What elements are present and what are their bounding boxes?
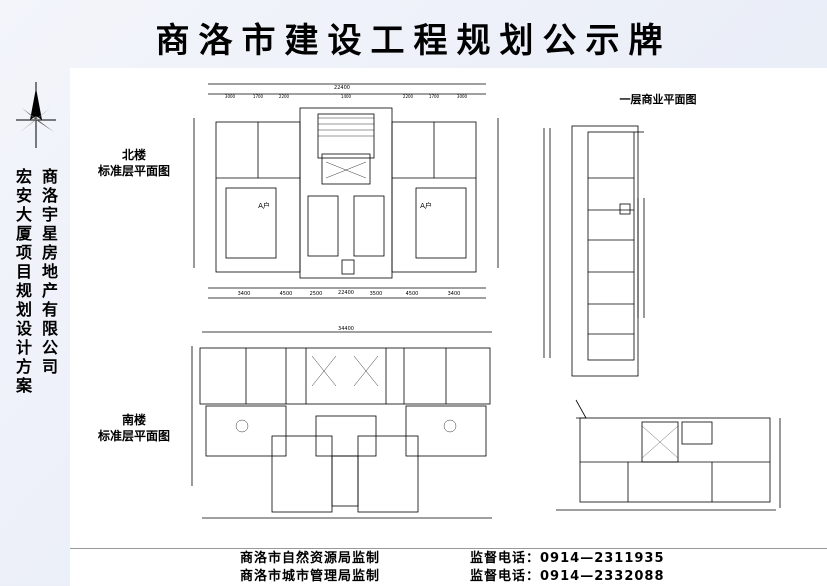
footer-agency-2: 商洛市城市管理局监制 (240, 569, 381, 584)
project-name: 宏安大厦项目规划设计方案 (13, 168, 32, 396)
footer-line-2: 商洛市城市管理局监制 监督电话：0914—2332088 (240, 568, 665, 586)
footer-phone-1: 0914—2311935 (540, 551, 665, 566)
south-dim-total: 34400 (338, 326, 354, 332)
north-dim-top-3: 2200 (279, 94, 290, 99)
north-label-line1: 北楼 (121, 148, 146, 162)
north-dim-bottom-2: 4500 (280, 291, 293, 297)
page-title: 商洛市建设工程规划公示牌 (155, 21, 672, 61)
footer: 商洛市自然资源局监制监督电话：0914—2311935 商洛市城市管理局监制监督… (70, 548, 827, 586)
south-building-label: 南楼 标准层平面图 (86, 412, 182, 444)
footer-line-1: 商洛市自然资源局监制 监督电话：0914—2311935 (240, 550, 665, 568)
south-building-plan: 34400 (191, 326, 492, 519)
drawing-panel (70, 68, 827, 548)
footer-phone-2: 0914—2332088 (540, 569, 665, 584)
north-dim-total: 22400 (334, 85, 350, 91)
north-dim-bottom-total: 22400 (338, 290, 354, 296)
south-label-line2: 标准层平面图 (97, 429, 170, 443)
north-dim-top-6: 1400 (341, 94, 352, 99)
south-label-line1: 南楼 (121, 413, 146, 427)
north-dim-top-11: 3000 (457, 94, 468, 99)
unit-a-left: A户 (258, 201, 270, 210)
north-dim-top-9: 2200 (403, 94, 414, 99)
north-dim-top-10: 1700 (429, 94, 440, 99)
ground-floor-label: 一层商业平面图 (619, 93, 697, 106)
north-dim-top-1: 3000 (225, 94, 236, 99)
north-dim-bottom-3: 2500 (310, 291, 323, 297)
north-dim-bottom-7: 3400 (448, 291, 461, 297)
footer-phone-label-2: 监督电话： (470, 569, 541, 584)
ground-floor-plan (543, 125, 781, 511)
north-dim-bottom-1: 3400 (238, 291, 251, 297)
unit-a-right: A户 (420, 201, 432, 210)
footer-phone-label-1: 监督电话： (470, 551, 541, 566)
developer-name: 商洛宇星房地产有限公司 (39, 168, 58, 377)
north-dim-top-2: 1700 (253, 94, 264, 99)
north-building-label: 北楼 标准层平面图 (86, 147, 182, 179)
north-building-plan: 22400 22400 3400 4500 2500 3500 4500 340… (193, 83, 499, 299)
footer-agency-1: 商洛市自然资源局监制 (240, 551, 381, 566)
north-arrow-icon (16, 82, 56, 148)
north-dim-bottom-5: 3500 (370, 291, 383, 297)
north-dim-bottom-6: 4500 (406, 291, 419, 297)
north-label-line2: 标准层平面图 (97, 164, 170, 178)
